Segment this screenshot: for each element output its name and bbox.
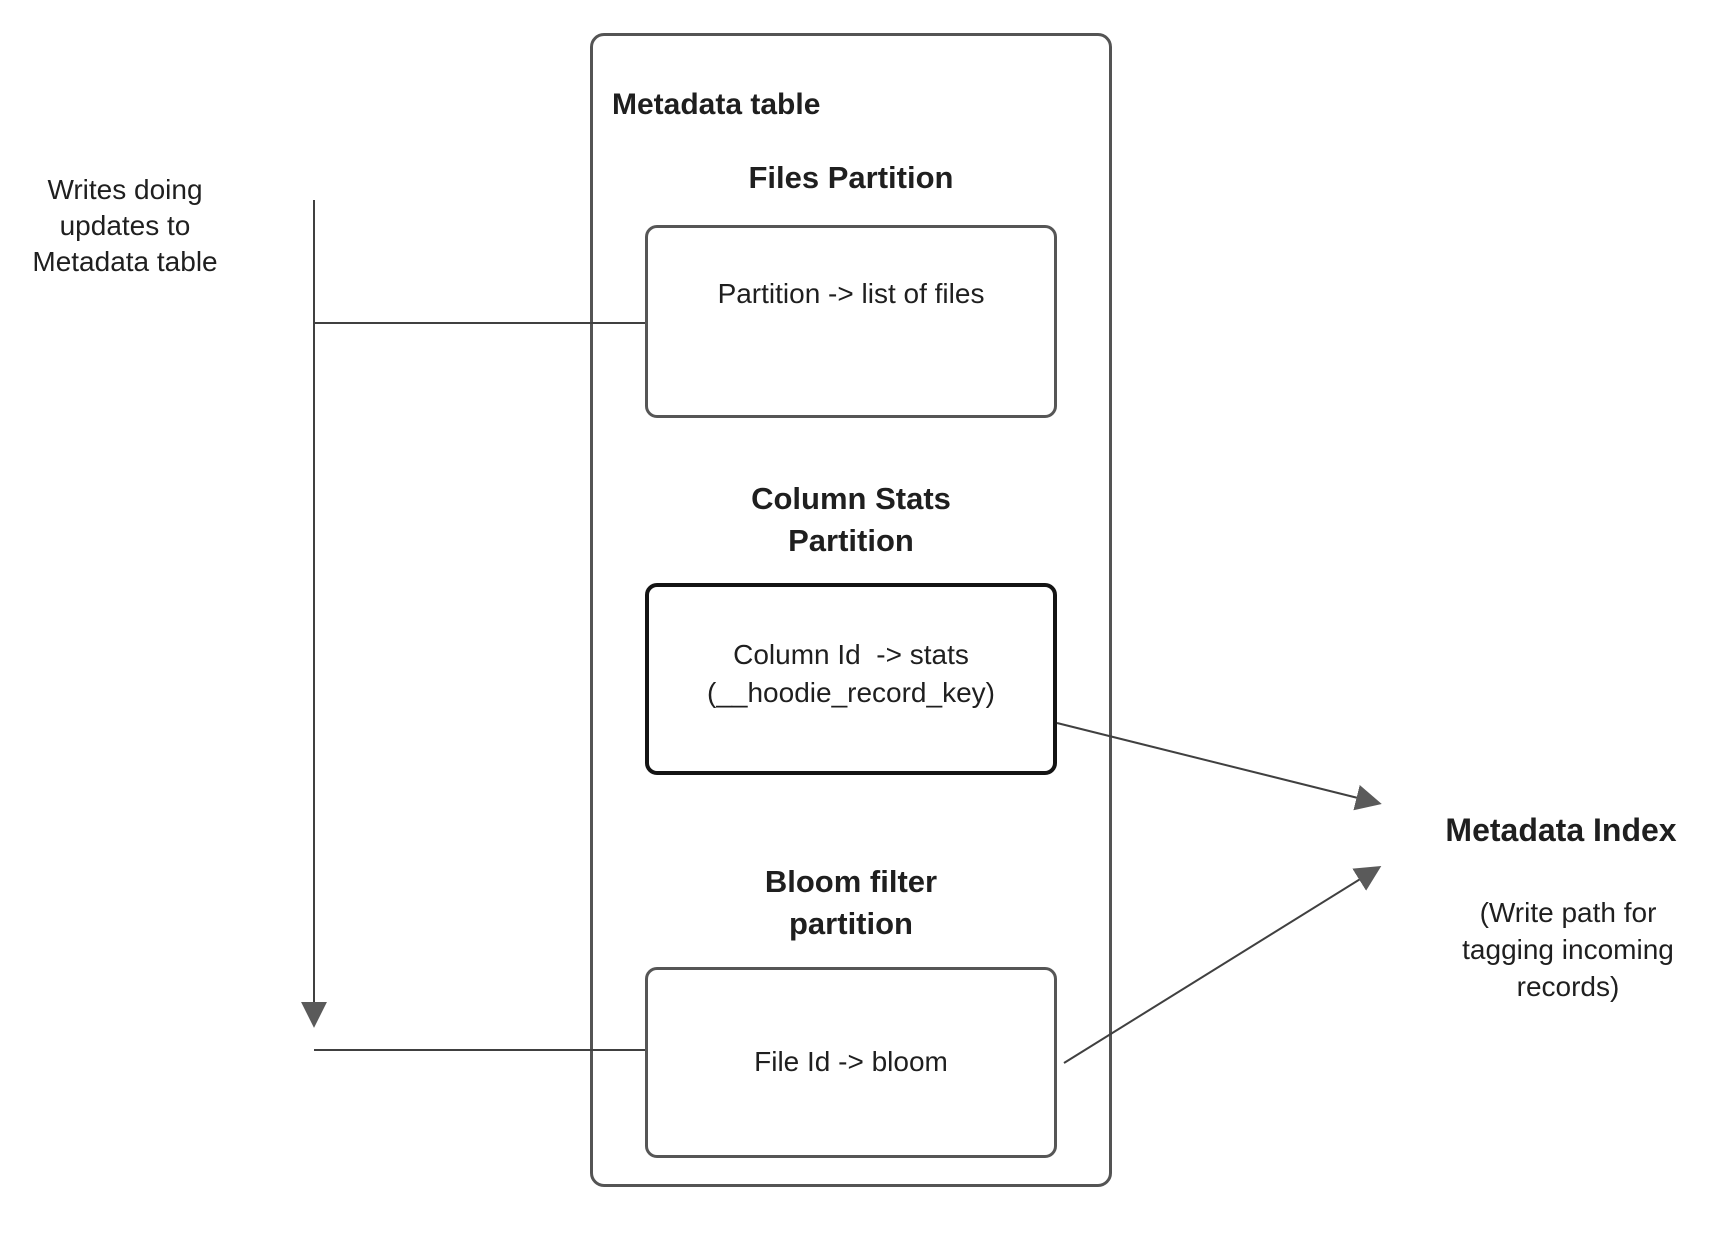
column-stats-partition-box [645, 583, 1057, 775]
column-stats-partition-heading: Column Stats Partition [751, 481, 951, 558]
files-partition-box-text: Partition -> list of files [717, 278, 985, 309]
metadata-table-title: Metadata table [612, 88, 821, 121]
column-stats-partition-box-text: Column Id -> stats (__hoodie_record_key) [707, 639, 995, 708]
bloom-filter-partition-box [645, 967, 1057, 1158]
metadata-index-title: Metadata Index [1445, 812, 1677, 848]
files-partition-heading: Files Partition [748, 160, 954, 195]
metadata-index-subtitle: (Write path for tagging incoming records… [1462, 897, 1674, 1002]
files-partition-box [645, 225, 1057, 418]
bloom-filter-partition-heading: Bloom filter partition [764, 864, 938, 941]
writes-note: Writes doing updates to Metadata table [32, 174, 218, 277]
bloom-filter-partition-box-text: File Id -> bloom [754, 1046, 948, 1077]
